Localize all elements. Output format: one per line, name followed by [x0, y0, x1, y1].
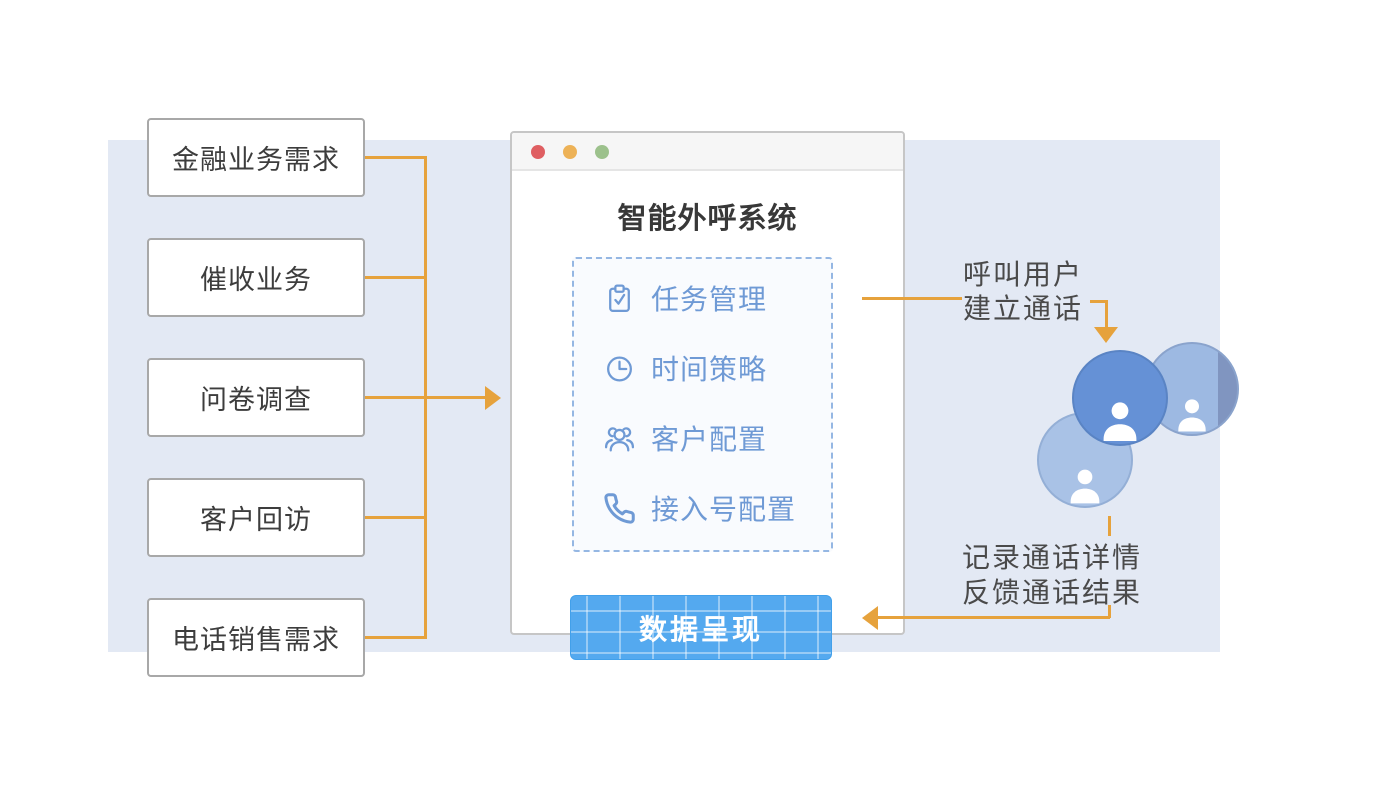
connector-line	[862, 297, 962, 300]
feature-panel: 任务管理 时间策略	[572, 257, 833, 552]
connector-line	[365, 636, 425, 639]
person-icon	[1178, 399, 1206, 432]
user-avatar	[1072, 350, 1168, 446]
menu-item-time-strategy[interactable]: 时间策略	[603, 351, 767, 385]
window-titlebar	[512, 133, 903, 171]
menu-item-label: 客户配置	[651, 424, 768, 455]
arrowhead-right-icon	[485, 386, 501, 410]
users-icon	[603, 422, 636, 455]
connector-line	[365, 276, 425, 279]
user-avatar	[1145, 342, 1239, 436]
phone-icon	[603, 492, 636, 525]
connector-line	[1108, 605, 1111, 618]
close-dot-icon[interactable]	[531, 145, 545, 159]
clipboard-check-icon	[603, 282, 636, 315]
call-annotation: 呼叫用户 建立通话	[963, 258, 1083, 326]
menu-item-label: 时间策略	[651, 354, 768, 385]
maximize-dot-icon[interactable]	[595, 145, 609, 159]
need-box-collection: 催收业务	[147, 238, 365, 317]
need-box-telesales: 电话销售需求	[147, 598, 365, 677]
feedback-annotation-line1: 记录通话详情	[962, 542, 1143, 573]
connector-line	[365, 156, 425, 159]
connector-line	[1090, 300, 1108, 303]
call-annotation-line2: 建立通话	[963, 293, 1084, 324]
connector-vertical-line	[424, 156, 427, 639]
menu-item-customer-config[interactable]: 客户配置	[603, 421, 767, 455]
person-icon	[1103, 402, 1137, 441]
feedback-annotation: 记录通话详情 反馈通话结果	[962, 540, 1142, 610]
connector-line	[1108, 516, 1111, 536]
connector-line	[365, 516, 425, 519]
connector-line	[876, 616, 1110, 619]
minimize-dot-icon[interactable]	[563, 145, 577, 159]
need-box-finance: 金融业务需求	[147, 118, 365, 197]
menu-item-task-management[interactable]: 任务管理	[603, 281, 767, 315]
menu-item-label: 任务管理	[651, 284, 768, 315]
connector-line	[1105, 300, 1108, 328]
window-title: 智能外呼系统	[617, 203, 798, 235]
arrowhead-down-icon	[1094, 327, 1118, 343]
arrowhead-left-icon	[862, 606, 878, 630]
menu-item-label: 接入号配置	[651, 494, 797, 525]
app-window: 智能外呼系统 任务管理	[510, 131, 905, 635]
person-icon	[1070, 469, 1100, 504]
call-annotation-line1: 呼叫用户	[963, 259, 1084, 290]
feedback-annotation-line2: 反馈通话结果	[962, 577, 1143, 608]
need-box-survey: 问卷调查	[147, 358, 365, 437]
menu-item-access-number-config[interactable]: 接入号配置	[603, 491, 796, 525]
need-box-revisit: 客户回访	[147, 478, 365, 557]
clock-icon	[603, 352, 636, 385]
data-presentation-button[interactable]: 数据呈现	[570, 595, 832, 660]
